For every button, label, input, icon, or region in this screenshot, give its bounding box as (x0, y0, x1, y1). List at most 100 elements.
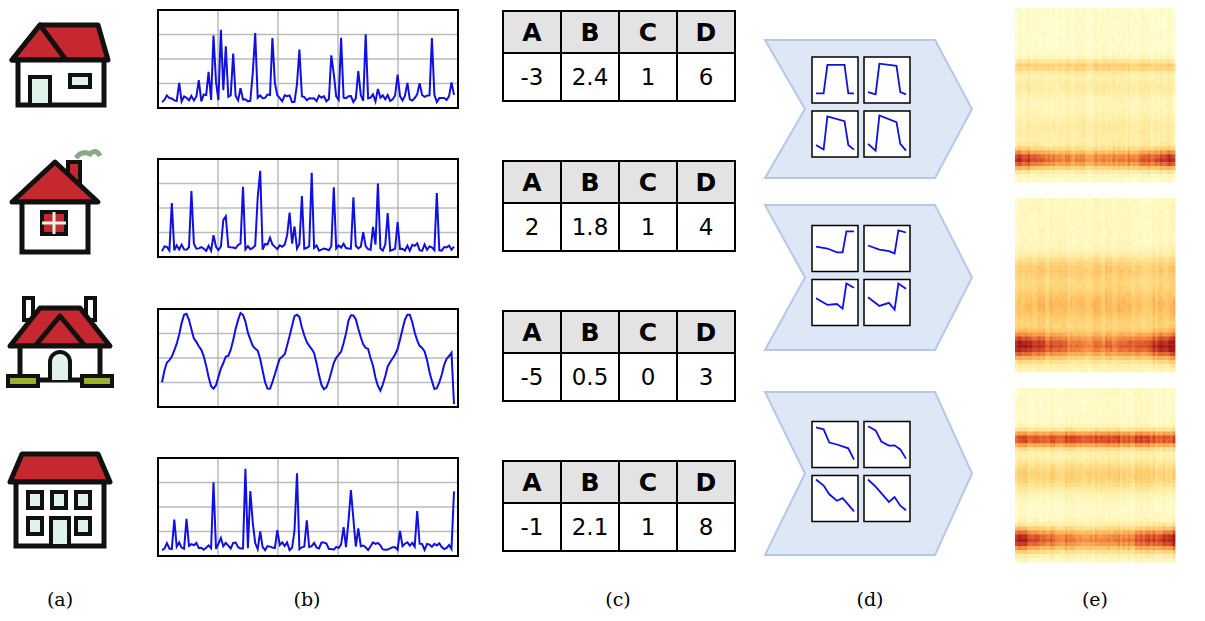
heatmap-cell (1028, 87, 1031, 91)
heatmap-cell (1105, 55, 1108, 59)
heatmap-cell (1033, 16, 1036, 20)
heatmap-cell (1018, 123, 1021, 127)
heatmap-cell (1130, 20, 1133, 24)
heatmap-cell (1173, 123, 1176, 127)
heatmap-cell (1040, 32, 1043, 36)
heatmap-cell (1095, 107, 1098, 111)
heatmap-cell (1105, 32, 1108, 36)
heatmap-cell (1038, 28, 1041, 32)
heatmap-cell (1125, 103, 1128, 107)
heatmap-cell (1028, 123, 1031, 127)
heatmap-cell (1108, 48, 1111, 52)
heatmap-cell (1050, 71, 1053, 75)
heatmap-cell (1165, 48, 1168, 52)
heatmap-cell (1065, 52, 1068, 56)
heatmap-cell (1035, 20, 1038, 24)
heatmap-cell (1093, 16, 1096, 20)
heatmap-cell (1173, 67, 1176, 71)
heatmap-cell (1133, 48, 1136, 52)
heatmap-cell (1108, 32, 1111, 36)
heatmap-cell (1023, 91, 1026, 95)
heatmap-cell (1110, 63, 1113, 67)
heatmap-cell (1113, 28, 1116, 32)
heatmap-cell (1155, 107, 1158, 111)
heatmap-cell (1080, 99, 1083, 103)
heatmap-cell (1043, 119, 1046, 123)
heatmap-cell (1043, 87, 1046, 91)
heatmap-cell (1050, 83, 1053, 87)
heatmap-cell (1140, 32, 1143, 36)
heatmap-cell (1090, 67, 1093, 71)
heatmap-cell (1163, 115, 1166, 119)
heatmap-cell (1075, 91, 1078, 95)
heatmap-cell (1090, 8, 1093, 12)
heatmap-cell (1088, 55, 1091, 59)
heatmap-cell (1078, 32, 1081, 36)
heatmap-cell (1058, 91, 1061, 95)
heatmap-cell (1028, 83, 1031, 87)
heatmap-cell (1085, 83, 1088, 87)
heatmap-cell (1143, 28, 1146, 32)
heatmap-cell (1148, 12, 1151, 16)
heatmap-cell (1140, 12, 1143, 16)
heatmap-cell (1073, 75, 1076, 79)
heatmap-cell (1115, 79, 1118, 83)
heatmap-cell (1065, 67, 1068, 71)
heatmap-cell (1090, 103, 1093, 107)
heatmap-cell (1070, 8, 1073, 12)
heatmap-cell (1015, 119, 1018, 123)
heatmap-cell (1133, 8, 1136, 12)
heatmap-cell (1125, 75, 1128, 79)
heatmap-cell (1110, 36, 1113, 40)
heatmap-cell (1130, 40, 1133, 44)
heatmap-cell (1145, 67, 1148, 71)
heatmap-cell (1103, 59, 1106, 63)
heatmap-cell (1023, 75, 1026, 79)
heatmap-cell (1133, 115, 1136, 119)
heatmap-cell (1073, 24, 1076, 28)
heatmap-cell (1148, 28, 1151, 32)
heatmap-cell (1045, 123, 1048, 127)
heatmap-cell (1063, 12, 1066, 16)
heatmap-cell (1153, 71, 1156, 75)
heatmap-cell (1108, 71, 1111, 75)
heatmap-cell (1138, 83, 1141, 87)
heatmap-cell (1103, 79, 1106, 83)
window (76, 492, 90, 508)
heatmap-cell (1048, 87, 1051, 91)
heatmap-cell (1118, 24, 1121, 28)
heatmap-cell (1128, 63, 1131, 67)
heatmap-cell (1088, 67, 1091, 71)
heatmap-cell (1113, 107, 1116, 111)
heatmap-cell (1115, 67, 1118, 71)
heatmap-cell (1088, 12, 1091, 16)
heatmap-cell (1060, 24, 1063, 28)
door (50, 352, 70, 380)
heatmap-cell (1030, 48, 1033, 52)
heatmap-cell (1080, 83, 1083, 87)
heatmap-cell (1160, 119, 1163, 123)
heatmap-cell (1125, 107, 1128, 111)
heatmap-cell (1130, 75, 1133, 79)
heatmap-cell (1025, 44, 1028, 48)
heatmap-cell (1138, 44, 1141, 48)
heatmap-cell (1043, 67, 1046, 71)
heatmap-cell (1015, 36, 1018, 40)
hedge (82, 376, 112, 386)
heatmap-cell (1045, 20, 1048, 24)
heatmap-cell (1038, 99, 1041, 103)
heatmap-cell (1025, 12, 1028, 16)
heatmap-cell (1083, 52, 1086, 56)
heatmap-cell (1053, 55, 1056, 59)
heatmap-cell (1165, 87, 1168, 91)
heatmap-cell (1020, 107, 1023, 111)
heatmap-cell (1160, 63, 1163, 67)
heatmap-cell (1043, 111, 1046, 115)
heatmap-cell (1095, 32, 1098, 36)
heatmap-cell (1153, 123, 1156, 127)
heatmap-cell (1038, 79, 1041, 83)
heatmap-cell (1110, 111, 1113, 115)
window (76, 518, 90, 534)
heatmap-cell (1153, 20, 1156, 24)
heatmap-cell (1055, 63, 1058, 67)
